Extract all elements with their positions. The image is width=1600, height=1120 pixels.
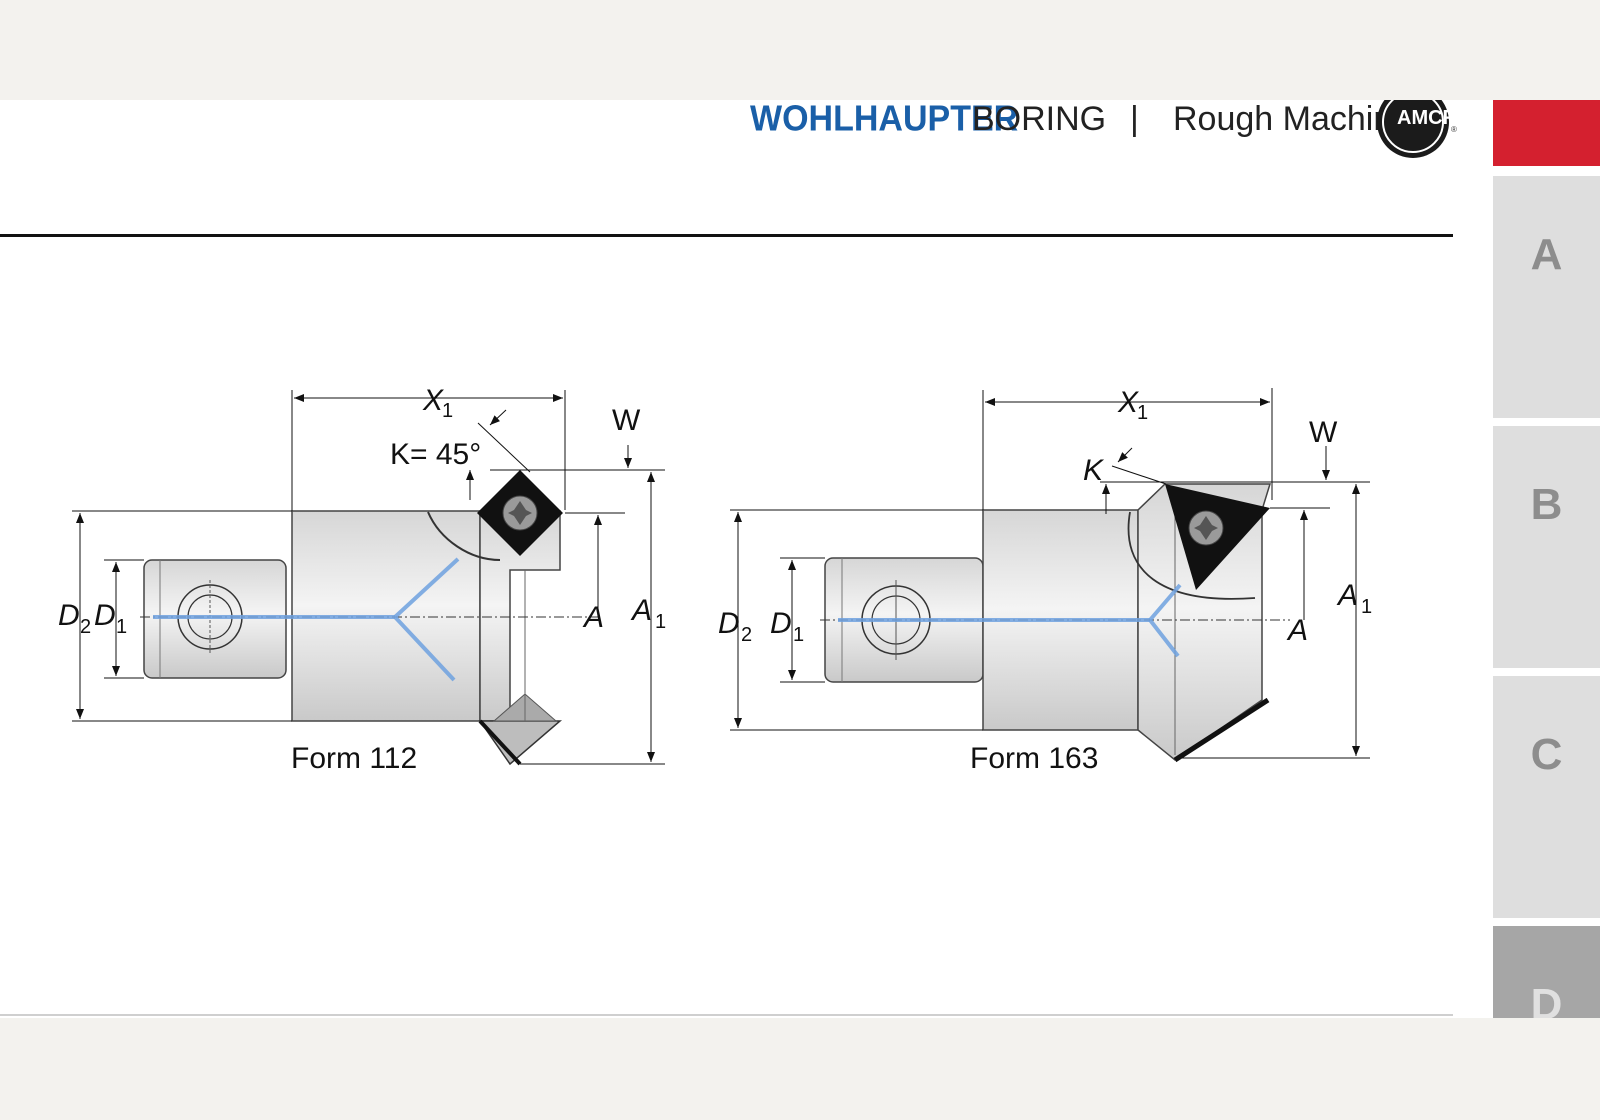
dim-d2-sub-2: 2	[741, 624, 752, 646]
caption-form-163: Form 163	[970, 742, 1098, 775]
brand-logo: WOHLHAUPTER	[750, 100, 1019, 139]
tab-b[interactable]: B	[1493, 426, 1600, 668]
dim-a-label-2: A	[1286, 614, 1308, 647]
tab-a[interactable]: A	[1493, 176, 1600, 418]
dim-x1-label: X	[422, 384, 444, 417]
dim-w-label: W	[612, 404, 641, 437]
dim-x1-sub: 1	[442, 400, 453, 422]
header-separator: |	[1130, 100, 1139, 138]
dim-d1-sub-2: 1	[793, 624, 804, 646]
drawing-form-112: X 1 W K= 45° D 2 D 1 A A 1 Form 112	[58, 384, 666, 775]
section-title: BORING	[972, 100, 1107, 138]
svg-text:®: ®	[1451, 125, 1457, 134]
dim-k-label: K= 45°	[390, 438, 481, 471]
tab-d[interactable]: D	[1493, 926, 1600, 1018]
dim-k-label-2: K	[1083, 454, 1105, 487]
dim-x1-label-2: X	[1117, 386, 1139, 419]
dim-d1-label: D	[94, 599, 116, 632]
dim-d2-sub: 2	[80, 616, 91, 638]
drawing-form-163: X 1 W K D 2 D 1 A A 1 Form 163	[718, 386, 1372, 775]
dim-a1-label: A	[630, 594, 652, 627]
dim-d2-label-2: D	[718, 607, 740, 640]
page-header: WOHLHAUPTER BORING | Rough Machining AMC…	[600, 100, 1600, 158]
dim-d2-label: D	[58, 599, 80, 632]
header-rule	[0, 234, 1453, 237]
dim-d1-sub: 1	[116, 616, 127, 638]
certification-logo-icon: AMCF ®	[1377, 100, 1457, 158]
tab-active-red[interactable]	[1493, 100, 1600, 166]
register-tabs: A B C D	[1493, 100, 1600, 1018]
dim-x1-sub-2: 1	[1137, 402, 1148, 424]
tool-drawings: X 1 W K= 45° D 2 D 1 A A 1 Form 112	[0, 384, 1453, 1016]
dim-w-label-2: W	[1309, 416, 1338, 449]
dim-d1-label-2: D	[770, 607, 792, 640]
dim-a-label: A	[582, 601, 604, 634]
dim-a1-label-2: A	[1336, 579, 1358, 612]
dim-a1-sub-2: 1	[1361, 596, 1372, 618]
catalog-page: WOHLHAUPTER BORING | Rough Machining AMC…	[0, 100, 1600, 1018]
dim-a1-sub: 1	[655, 611, 666, 633]
logo-text: AMCF	[1397, 107, 1455, 129]
tab-c[interactable]: C	[1493, 676, 1600, 918]
caption-form-112: Form 112	[291, 742, 417, 775]
